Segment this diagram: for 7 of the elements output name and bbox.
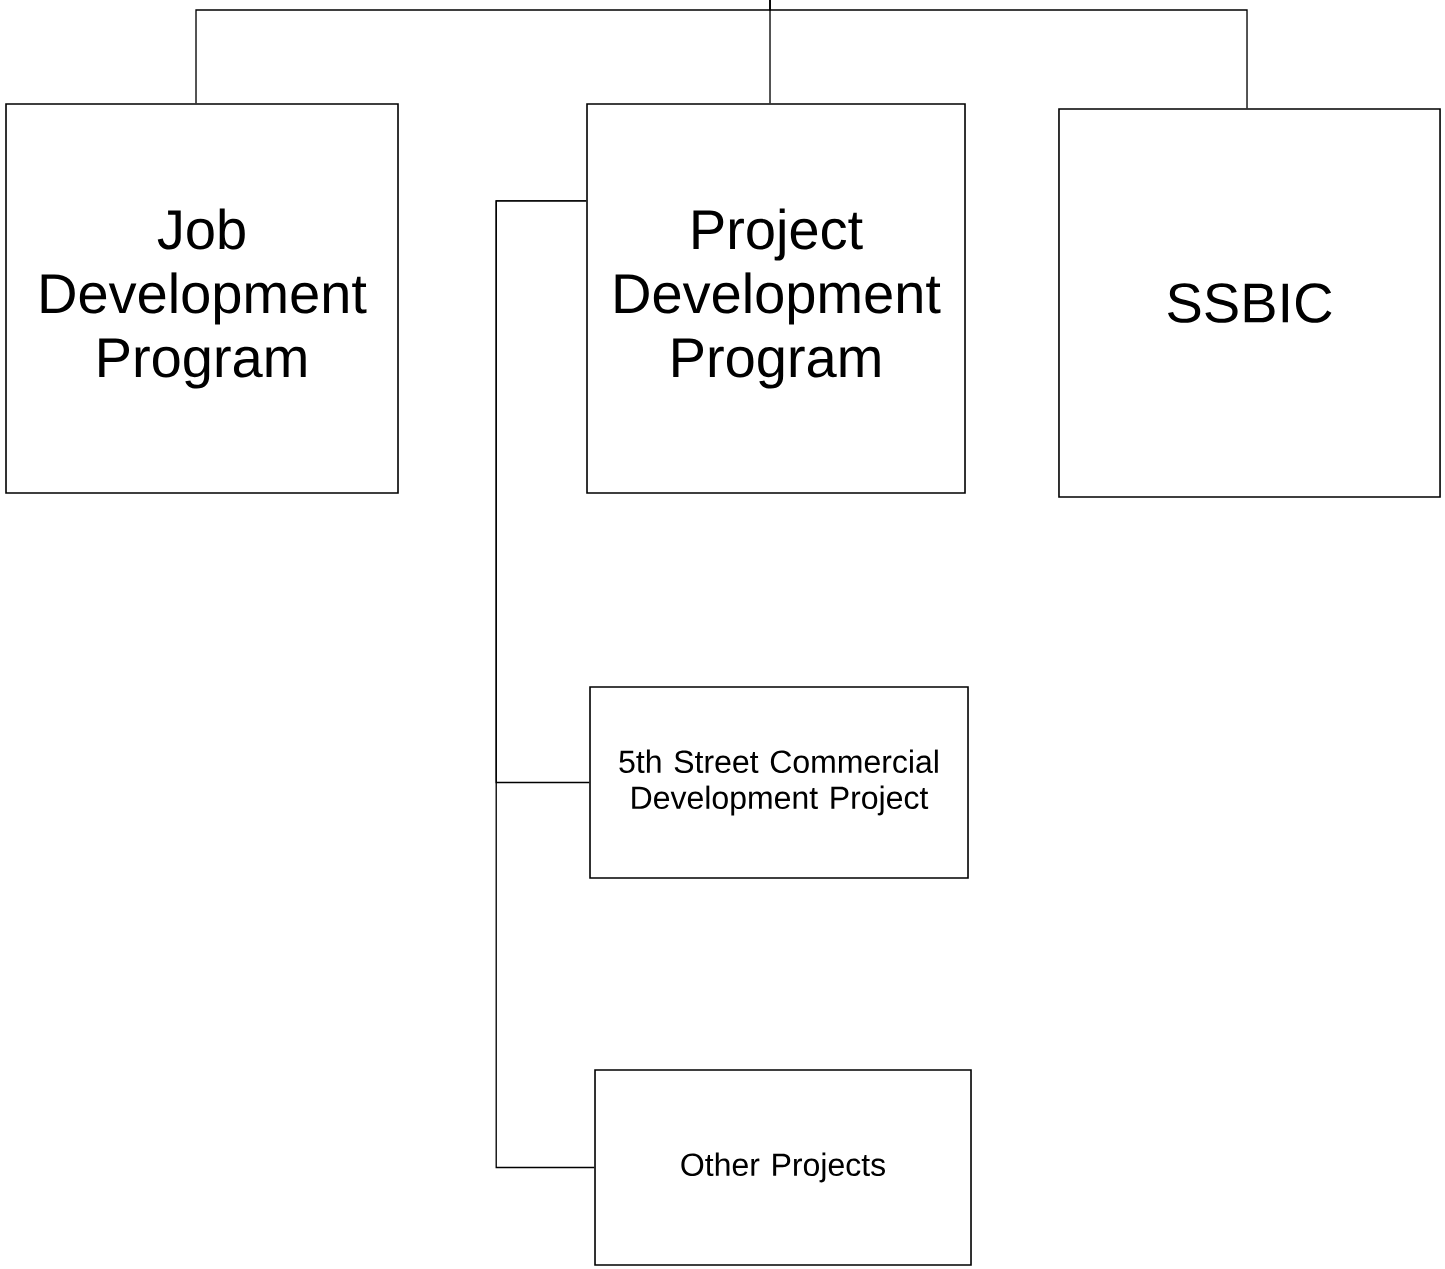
connector-line: [769, 0, 1248, 109]
program-box: Job Development Program: [5, 103, 399, 494]
program-box: Other Projects: [594, 1069, 972, 1266]
program-box: 5th Street Commercial Development Project: [589, 686, 969, 879]
program-box: SSBIC: [1058, 108, 1441, 498]
program-box: Project Development Program: [586, 103, 966, 494]
connector-line: [495, 200, 595, 1169]
